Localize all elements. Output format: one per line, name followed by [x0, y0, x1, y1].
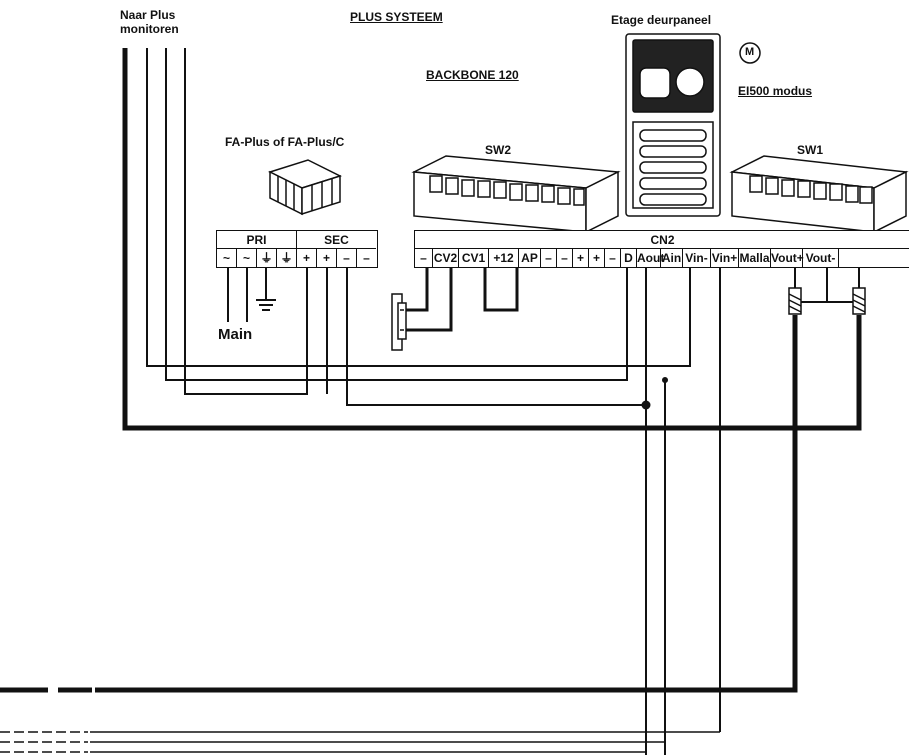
lock-wires: [405, 262, 519, 332]
door-panel-icon: [625, 33, 721, 217]
terminal-pri-4: ⏚: [277, 249, 297, 267]
m-symbol-label: M: [745, 46, 755, 58]
terminal-cn2-15: Vin+: [711, 249, 739, 267]
power-terminal-block: PRI SEC ~ ~ ⏚ ⏚ + + – –: [216, 230, 378, 268]
terminal-cn2-2: CV2: [433, 249, 459, 267]
terminal-cn2-13: Ain: [661, 249, 683, 267]
terminal-cn2-9: +: [589, 249, 605, 267]
sw1-label: SW1: [797, 143, 824, 157]
terminal-sec-3: –: [337, 249, 357, 267]
terminal-cn2-18: Vout-: [803, 249, 839, 267]
terminal-cn2-3: CV1: [459, 249, 489, 267]
terminal-cn2-7: –: [557, 249, 573, 267]
terminal-sec-1: +: [297, 249, 317, 267]
terminal-pri-1: ~: [217, 249, 237, 267]
video-cable: [95, 315, 798, 693]
plus-systeem-title: PLUS SYSTEEM: [350, 10, 443, 24]
terminal-cn2-5: AP: [519, 249, 541, 267]
sw1-dip-switch-icon: [729, 155, 909, 234]
bottom-wires: [0, 731, 720, 753]
coax-shield: [794, 262, 860, 303]
terminal-pri-3: ⏚: [257, 249, 277, 267]
naar-plus-label: Naar Plus: [120, 8, 176, 22]
etage-label: Etage deurpaneel: [611, 13, 712, 27]
sw2-label: SW2: [485, 143, 512, 157]
terminal-cn2-11: D: [621, 249, 637, 267]
terminal-cn2-1: –: [415, 249, 433, 267]
terminal-cn2-4: +12: [489, 249, 519, 267]
monitoren-label: monitoren: [120, 22, 179, 36]
terminal-cn2-14: Vin-: [683, 249, 711, 267]
door-strike-icon: [391, 293, 407, 351]
power-supply-icon: [268, 159, 342, 216]
junction-dot: [662, 377, 668, 383]
m-mode-icon: [739, 42, 761, 64]
junction-dot: [641, 400, 651, 410]
terminal-cn2-17: Vout+: [771, 249, 804, 267]
terminal-sec-2: +: [317, 249, 337, 267]
terminal-cn2-16: Malla: [739, 249, 771, 267]
ei500-label: EI500 modus: [738, 84, 813, 98]
fa-plus-label: FA-Plus of FA-Plus/C: [225, 135, 345, 149]
terminal-cn2-8: +: [573, 249, 589, 267]
backbone-cable: [122, 48, 862, 431]
cn2-header: CN2: [415, 231, 909, 249]
terminal-cn2-12: Aout: [637, 249, 665, 267]
main-label: Main: [218, 326, 253, 343]
terminal-pri-2: ~: [237, 249, 257, 267]
terminal-cn2-10: –: [605, 249, 621, 267]
coax-connector-icon: [788, 287, 866, 315]
terminal-cn2-6: –: [541, 249, 557, 267]
mains-wires: [227, 262, 276, 322]
pri-header: PRI: [217, 231, 297, 249]
sw2-dip-switch-icon: [411, 155, 621, 234]
sec-header: SEC: [297, 231, 376, 249]
terminal-sec-4: –: [363, 251, 370, 265]
backbone-label: BACKBONE 120: [426, 68, 519, 82]
